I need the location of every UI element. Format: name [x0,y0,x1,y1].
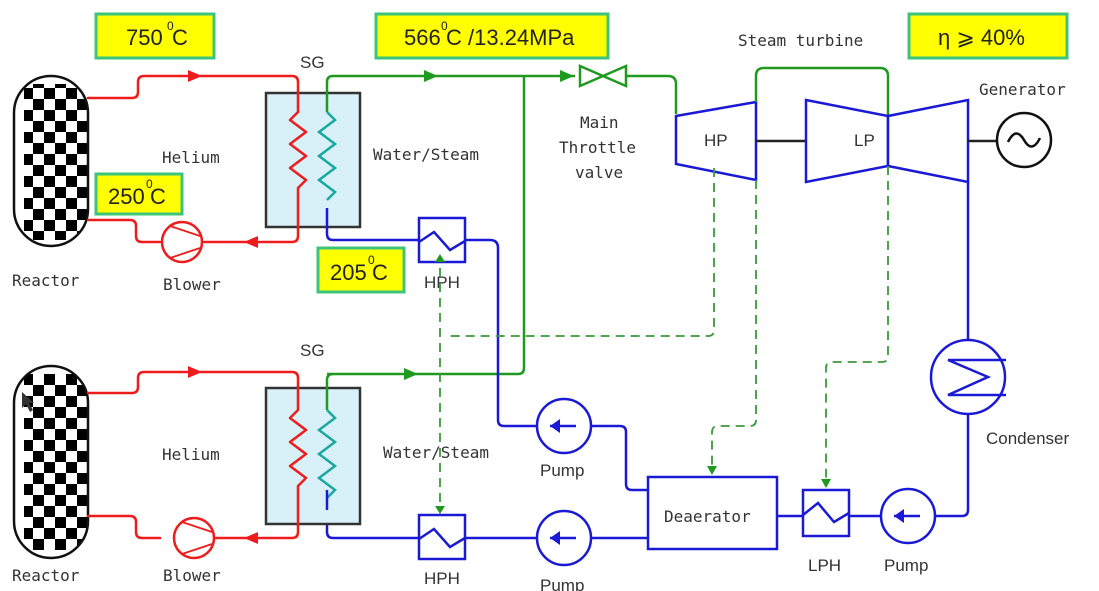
efficiency-value: η ⩾ 40% [938,25,1025,50]
helium-cold-leg-top [86,218,162,244]
flow-arrow-icon [244,236,258,248]
main-steam-pressure: C /13.24MPa [446,25,575,50]
blower-bottom-label: Blower [163,566,221,585]
reactor-bottom-label: Reactor [12,566,80,585]
flow-arrow-icon [188,366,202,378]
steam-turbine-label: Steam turbine [738,31,863,50]
condensate-pump-icon[interactable] [879,487,937,545]
helium-hot-leg-bottom [86,370,300,412]
flow-arrow-icon [821,479,831,488]
condenser-icon[interactable] [929,338,1007,416]
reactor-top-label: Reactor [12,271,80,290]
reactor-inlet-temp-box: 250 0 C [94,172,184,216]
feed-pump-upper-icon[interactable] [535,397,593,455]
sg-bottom-label: SG [300,341,325,360]
feedwater-temp-box: 205 0 C [316,246,406,294]
steam-generator-bottom [264,386,362,526]
condenser-label: Condenser [986,429,1070,448]
hph-bottom-label: HPH [424,569,460,588]
main-throttle-label-3: valve [575,163,623,182]
svg-text:C: C [172,25,188,50]
lp-turbine-right[interactable] [886,98,970,184]
feedwater-temp-value: 205 [330,260,367,285]
water-steam-bottom-label: Water/Steam [383,443,489,462]
sg-top-label: SG [300,53,325,72]
sg-secondary-coil-bottom [316,409,338,499]
flow-arrow-icon [435,254,445,262]
reactor-fuel-pattern [24,374,88,550]
reactor-top [12,74,90,248]
svg-text:0: 0 [146,177,153,191]
hph-top-label: HPH [424,273,460,292]
blower-bottom-icon [172,516,216,560]
main-throttle-label-1: Main [580,113,619,132]
reactor-outlet-temp-value: 750 [126,25,163,50]
condensate-line [936,414,970,518]
sg-secondary-coil-top [316,111,338,201]
flow-arrow-icon [435,506,445,514]
lp-label: LP [854,131,875,150]
pump-upper-label: Pump [540,461,584,480]
main-throttle-valve-icon[interactable] [578,64,628,88]
generator-icon[interactable] [995,111,1053,169]
hp-exhaust-to-deaerator-line [711,180,757,468]
deaerator-label: Deaerator [664,507,751,526]
svg-text:0: 0 [441,19,448,33]
steam-header-riser [327,76,526,376]
reactor-bottom [12,364,90,560]
pump-condensate-label: Pump [884,556,928,575]
hp-label: HP [704,131,728,150]
hph-bottom-icon[interactable] [417,513,467,561]
feedwater-line-upper [466,238,537,428]
steam-generator-top [264,91,362,229]
svg-text:0: 0 [368,253,375,267]
flow-arrow-icon [707,466,717,475]
main-throttle-label-2: Throttle [559,138,636,157]
feed-pump-lower-icon[interactable] [535,509,593,567]
helium-cold-leg-bottom [86,514,162,540]
feedwater-line-top [325,208,420,242]
water-steam-top-label: Water/Steam [373,145,479,164]
hp-extraction-line [450,168,715,337]
main-steam-condition-box: 566 0 C /13.24MPa [374,12,610,60]
flow-arrow-icon [188,70,202,82]
reactor-fuel-pattern [24,84,88,240]
svg-text:C: C [150,184,166,209]
mouse-cursor-icon [22,392,34,412]
hph-top-icon[interactable] [417,216,467,264]
blower-top-icon [160,220,204,264]
main-steam-line-top [325,74,575,112]
generator-label: Generator [979,80,1066,99]
steam-to-hp-line [626,74,678,114]
svg-text:0: 0 [167,19,174,33]
reactor-inlet-temp-value: 250 [108,184,145,209]
flow-arrow-icon [560,70,574,82]
crossover-pipe [754,66,890,116]
flow-arrow-icon [424,70,438,82]
lp-turbine-left[interactable] [804,98,890,184]
svg-text:C: C [372,260,388,285]
blower-top-label: Blower [163,275,221,294]
pump-lower-label: Pump [540,576,584,591]
flow-arrow-icon [404,368,418,380]
flow-arrow-icon [244,532,258,544]
deaerator[interactable] [646,475,779,551]
main-steam-temp-value: 566 [404,25,441,50]
helium-hot-leg-top [86,74,300,114]
lph-label: LPH [808,556,841,575]
lp-extraction-line [825,166,889,480]
reactor-outlet-temp-box: 750 0 C [94,12,216,60]
feedwater-line-bottom [325,510,419,540]
helium-top-label: Helium [162,148,220,167]
lph-icon[interactable] [801,488,851,538]
efficiency-box: η ⩾ 40% [907,12,1069,60]
helium-bottom-label: Helium [162,445,220,464]
